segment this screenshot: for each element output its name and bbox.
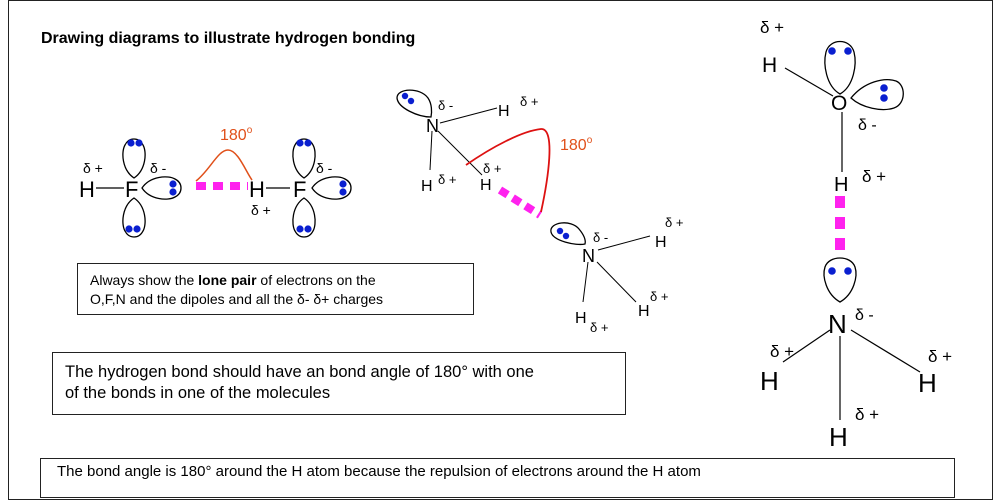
- hf-right-delta-plus: δ +: [251, 202, 271, 218]
- nh3-bottom-atom-h3: H: [638, 303, 650, 320]
- nh3-top-atom-h1: H: [498, 103, 510, 120]
- nh3-top-delta-plus2: δ +: [438, 172, 456, 187]
- hf-left-atom-f: F: [125, 177, 138, 202]
- nh3-top-atom-h3: H: [480, 177, 492, 194]
- water-atom-o: O: [831, 92, 847, 115]
- ammonia-delta-minus: δ -: [855, 307, 874, 324]
- ammonia-atom-n: N: [828, 309, 847, 339]
- hf-left-delta-plus: δ +: [83, 160, 103, 176]
- ammonia-atom-h-bottom: H: [829, 422, 848, 452]
- hf-molecule-left: H F δ + δ -: [79, 138, 182, 238]
- water-delta-plus-top: δ +: [760, 18, 784, 37]
- nh3-top-delta-minus: δ -: [438, 98, 453, 113]
- nh3-angle-label: 180o: [560, 135, 593, 154]
- nh3-bottom-atom-h2: H: [575, 310, 587, 327]
- hf-right-atom-f: F: [293, 177, 306, 202]
- hf-left-atom-h: H: [79, 177, 95, 202]
- ammonia-delta-plus-bottom: δ +: [855, 405, 879, 424]
- note1-prefix: Always show the: [90, 272, 199, 288]
- nh3-bottom-atom-n: N: [582, 246, 595, 266]
- bond-angle-note-line2: of the bonds in one of the molecules: [65, 384, 331, 402]
- hf-right-atom-h: H: [249, 177, 265, 202]
- bond-angle-note: The hydrogen bond should have an bond an…: [52, 352, 626, 415]
- repulsion-note: The bond angle is 180° around the H atom…: [40, 458, 955, 498]
- nh3-top-atom-n: N: [426, 116, 439, 136]
- nh3-top-delta-plus1: δ +: [520, 94, 538, 109]
- water-molecule: δ + H O δ - H δ +: [760, 18, 904, 196]
- ammonia-atom-h-right: H: [918, 368, 937, 398]
- water-atom-h-bottom: H: [834, 174, 848, 196]
- nh3-molecule-top: N δ - H δ + H δ + H δ +: [396, 89, 538, 195]
- bond-angle-note-line1: The hydrogen bond should have an bond an…: [65, 363, 534, 381]
- nh3-bottom-delta-minus: δ -: [593, 230, 608, 245]
- ammonia-atom-h-left: H: [760, 366, 779, 396]
- ammonia-delta-plus-right: δ +: [928, 347, 952, 366]
- nh3-bottom-atom-h1: H: [655, 234, 667, 251]
- water-delta-plus-bottom: δ +: [862, 167, 886, 186]
- nh3-top-delta-plus3: δ +: [483, 161, 501, 176]
- hf-angle-label: 180o: [220, 125, 253, 144]
- nh3-bottom-delta-plus2: δ +: [590, 320, 608, 335]
- hf-right-delta-minus: δ -: [316, 160, 333, 176]
- nh3-molecule-bottom: N δ - H δ + H δ + H δ +: [550, 215, 683, 335]
- nh3-hbond: 180o: [465, 128, 593, 219]
- water-atom-h-left: H: [762, 54, 777, 77]
- water-delta-minus: δ -: [858, 117, 877, 134]
- hf-molecule-right: H F δ + δ -: [249, 138, 352, 238]
- note1-suffix: of electrons on the: [256, 272, 376, 288]
- lone-pair-note-line1: Always show the lone pair of electrons o…: [90, 271, 461, 290]
- lone-pair-note-line2: O,F,N and the dipoles and all the δ- δ+ …: [90, 291, 384, 307]
- hydrogen-bond-diagram: H F δ + δ - 180o H F δ + δ - N δ - H δ +…: [79, 18, 952, 452]
- lone-pair-note: Always show the lone pair of electrons o…: [77, 263, 474, 315]
- note1-bold: lone pair: [198, 272, 257, 288]
- hf-hbond: 180o: [195, 125, 253, 190]
- page-title: Drawing diagrams to illustrate hydrogen …: [41, 30, 416, 47]
- nh3-bottom-delta-plus3: δ +: [650, 289, 668, 304]
- nh3-bottom-delta-plus1: δ +: [665, 215, 683, 230]
- hf-left-delta-minus: δ -: [150, 160, 167, 176]
- ammonia-molecule: N δ - δ + H δ + H δ + H: [760, 257, 952, 452]
- ammonia-delta-plus-left: δ +: [770, 342, 794, 361]
- nh3-top-atom-h2: H: [421, 178, 433, 195]
